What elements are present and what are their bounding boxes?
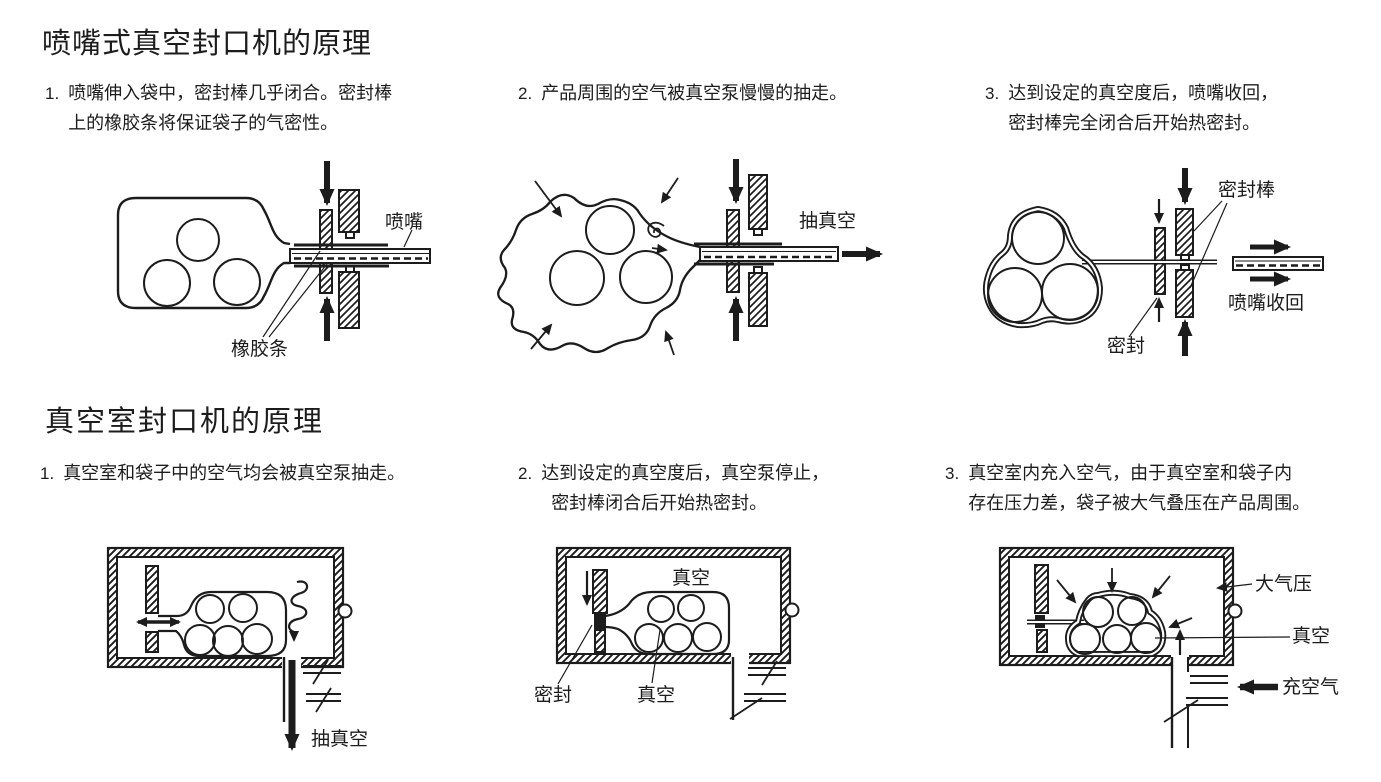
nozzle-tube xyxy=(289,248,431,264)
air-swirl xyxy=(647,221,668,254)
sealing-bar-upper xyxy=(748,174,768,236)
step-text: 密封棒闭合后开始热密封。 xyxy=(551,493,768,513)
fill-air-label: 充空气 xyxy=(1282,676,1339,698)
diagram-chamber-step1: 抽真空 xyxy=(106,546,368,751)
sealing-bar-upper xyxy=(338,189,360,239)
retracted-nozzle-tube xyxy=(1232,256,1324,271)
seal-point xyxy=(594,612,606,631)
atmospheric-pressure-label: 大气压 xyxy=(1255,573,1312,595)
seal-label: 密封 xyxy=(1107,335,1145,357)
vacuum-pipe xyxy=(729,657,786,720)
chamber-hinge-knob xyxy=(337,603,353,619)
step-text: 真空室内充入空气，由于真空室和袋子内 xyxy=(968,463,1293,483)
bag-outline xyxy=(116,196,291,310)
shrink-wrapped-bag xyxy=(982,205,1104,329)
chamber-wall xyxy=(106,546,353,669)
section1-step3: 3. 达到设定的真空度后，喷嘴收回， 密封棒完全闭合后开始热密封。 xyxy=(985,78,1278,138)
step-number: 2. xyxy=(518,464,533,483)
diagram-chamber-step2: 真空 密封 真空 xyxy=(534,546,800,720)
inward-air-arrows xyxy=(530,177,679,356)
section2-step2: 2. 达到设定的真空度后，真空泵停止， 密封棒闭合后开始热密封。 xyxy=(518,458,829,518)
nozzle-label: 喷嘴 xyxy=(385,211,423,233)
diagram-chamber-step3: 大气压 真空 充空气 xyxy=(998,546,1339,748)
step-text: 喷嘴伸入袋中，密封棒几乎闭合。密封棒 xyxy=(68,83,393,103)
sealing-bar xyxy=(145,565,159,653)
step-number: 1. xyxy=(40,464,55,483)
sealing-bar-lower xyxy=(748,266,768,327)
step-number: 3. xyxy=(945,464,960,483)
nozzle-retract-label: 喷嘴收回 xyxy=(1228,292,1304,314)
chamber-wall xyxy=(998,546,1243,667)
step-text: 产品周围的空气被真空泵慢慢的抽走。 xyxy=(541,83,848,103)
chamber-hinge-knob xyxy=(784,602,800,618)
sealing-bar xyxy=(592,569,608,653)
section1-step2: 2. 产品周围的空气被真空泵慢慢的抽走。 xyxy=(518,78,847,109)
leader-lines xyxy=(557,624,661,685)
product-circles xyxy=(184,593,273,657)
retract-arrows xyxy=(1250,239,1291,287)
leader-lines xyxy=(1154,581,1291,639)
diagram-nozzle-step3: 密封棒 喷嘴收回 密封 xyxy=(982,168,1324,357)
sealing-bar xyxy=(1034,564,1049,653)
air-pipe xyxy=(1163,657,1228,748)
chamber-hinge-knob xyxy=(1227,603,1243,619)
step-text: 上的橡胶条将保证袋子的气密性。 xyxy=(68,113,339,133)
leader-lines xyxy=(1128,200,1228,338)
section2-step1: 1. 真空室和袋子中的空气均会被真空泵抽走。 xyxy=(40,458,405,489)
sealing-bar-label: 密封棒 xyxy=(1218,179,1275,201)
sealing-bar-lower xyxy=(338,265,360,329)
section1-title: 喷嘴式真空封口机的原理 xyxy=(42,28,373,60)
section2-step3: 3. 真空室内充入空气，由于真空室和袋子内 存在压力差，袋子被大气叠压在产品周围… xyxy=(945,458,1310,518)
step-number: 2. xyxy=(518,84,533,103)
rubber-strip-label: 橡胶条 xyxy=(231,338,288,360)
step-text: 密封棒完全闭合后开始热密封。 xyxy=(1008,113,1261,133)
leader-lines xyxy=(262,229,413,338)
section1-step1: 1. 喷嘴伸入袋中，密封棒几乎闭合。密封棒 上的橡胶条将保证袋子的气密性。 xyxy=(45,78,392,138)
seal-label: 密封 xyxy=(534,684,572,706)
product-circles xyxy=(549,205,673,306)
product-circles xyxy=(634,594,722,653)
draw-vacuum-label: 抽真空 xyxy=(311,728,368,750)
sealing-bar-lower xyxy=(1175,264,1194,318)
step-number: 3. xyxy=(985,84,1000,103)
pressure-arrows xyxy=(1056,568,1193,629)
product-circles xyxy=(143,218,261,307)
crumpled-bag-outline xyxy=(497,193,701,354)
vacuum-pipe xyxy=(282,657,341,722)
section2-title: 真空室封口机的原理 xyxy=(45,406,325,438)
step-text: 达到设定的真空度后，真空泵停止， xyxy=(541,463,830,483)
step-number: 1. xyxy=(45,84,60,103)
draw-vacuum-label: 抽真空 xyxy=(799,210,856,232)
bag-film-lines xyxy=(694,242,782,266)
bag-outline xyxy=(604,590,731,656)
vacuum-chamber-label: 真空 xyxy=(672,567,710,589)
diagram-nozzle-step1: 喷嘴 橡胶条 xyxy=(116,161,431,360)
product-circles xyxy=(987,211,1099,323)
nozzle-tube xyxy=(699,246,839,262)
step-text: 存在压力差，袋子被大气叠压在产品周围。 xyxy=(968,493,1311,513)
bag-outline xyxy=(158,590,288,658)
vacuum-label: 真空 xyxy=(1292,625,1330,647)
step-text: 达到设定的真空度后，喷嘴收回， xyxy=(1008,83,1279,103)
step-text: 真空室和袋子中的空气均会被真空泵抽走。 xyxy=(63,463,406,483)
vacuum-coil xyxy=(288,580,309,642)
sealing-bar-upper xyxy=(1175,208,1194,261)
vacuum-bag-label: 真空 xyxy=(637,684,675,706)
diagram-nozzle-step2: 抽真空 xyxy=(497,159,883,356)
